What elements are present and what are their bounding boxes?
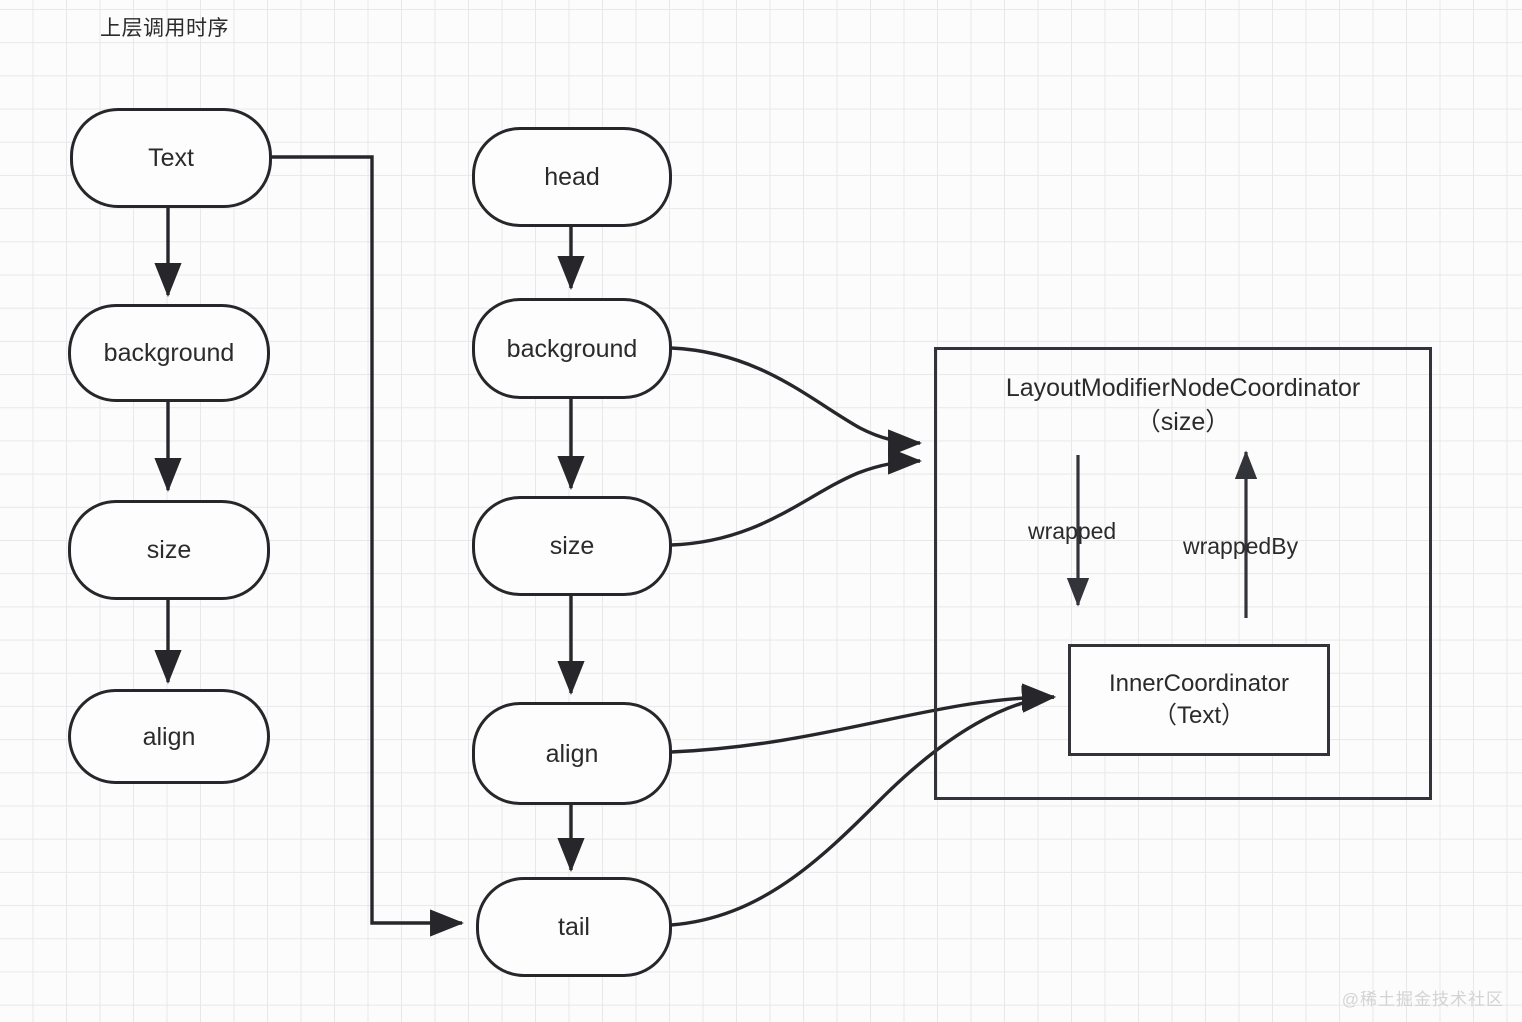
node-mid-size[interactable]: size [472, 496, 672, 596]
node-mid-align[interactable]: align [472, 702, 672, 805]
node-left-text[interactable]: Text [70, 108, 272, 208]
node-mid-head[interactable]: head [472, 127, 672, 227]
page-title: 上层调用时序 [100, 17, 229, 40]
edge-background-to-coordinator [670, 346, 923, 457]
edge-text-to-tail [272, 155, 465, 937]
node-left-background[interactable]: background [68, 304, 270, 402]
box-inner-coordinator[interactable]: InnerCoordinator （Text） [1068, 644, 1330, 756]
node-mid-tail[interactable]: tail [476, 877, 672, 977]
panel-layout-modifier-node-coordinator[interactable]: LayoutModifierNodeCoordinator （size） [934, 347, 1432, 800]
panel-title: LayoutModifierNodeCoordinator （size） [1005, 374, 1361, 436]
node-left-align[interactable]: align [68, 689, 270, 784]
edge-label-wrapped: wrapped [1028, 518, 1117, 544]
edge-label-wrappedby: wrappedBy [1183, 533, 1299, 559]
watermark: @稀土掘金技术社区 [1341, 990, 1504, 1009]
node-left-size[interactable]: size [68, 500, 270, 600]
edge-size-to-coordinator [670, 447, 923, 547]
node-mid-background[interactable]: background [472, 298, 672, 399]
